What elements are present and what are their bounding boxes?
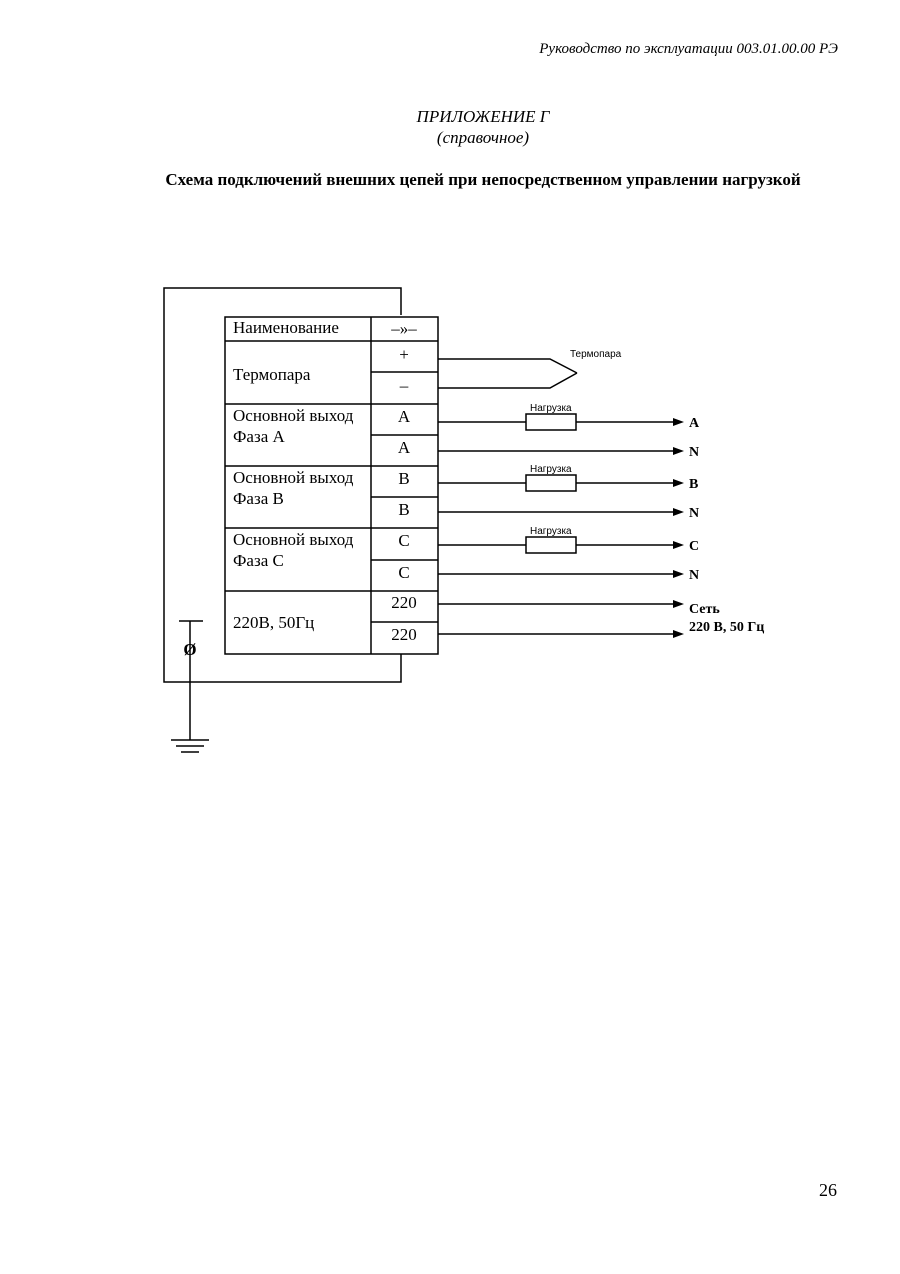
thermocouple-wire-plus — [438, 358, 578, 374]
row-name-phase-c-line1: Основной выход — [233, 530, 354, 549]
arrow-n-1 — [673, 447, 684, 455]
output-label-n-3: N — [689, 568, 699, 583]
arrow-b — [673, 479, 684, 487]
appendix-title: ПРИЛОЖЕНИЕ Г — [416, 107, 550, 126]
arrow-c — [673, 541, 684, 549]
output-label-n-1: N — [689, 445, 699, 460]
output-label-b: В — [689, 477, 698, 492]
terminal-220-1: 220 — [391, 593, 417, 612]
terminal-table — [224, 316, 439, 655]
row-name-thermocouple: Термопара — [233, 365, 311, 384]
thermocouple-label: Термопара — [570, 349, 622, 360]
load-label-b: Нагрузка — [530, 464, 572, 475]
ground-terminal-symbol: Ø — [183, 640, 196, 659]
output-label-n-2: N — [689, 506, 699, 521]
appendix-subtitle: (справочное) — [436, 128, 530, 147]
page-number: 26 — [819, 1180, 837, 1200]
arrow-n-3 — [673, 570, 684, 578]
mains-label-line2: 220 В, 50 Гц — [689, 620, 764, 635]
row-name-phase-a-line2: Фаза А — [233, 427, 285, 446]
terminal-plus: + — [399, 345, 409, 364]
arrow-mains-2 — [673, 630, 684, 638]
schema-title: Схема подключений внешних цепей при непо… — [165, 170, 801, 189]
row-name-mains: 220В, 50Гц — [233, 613, 314, 632]
mains-label-line1: Сеть — [689, 602, 720, 617]
load-label-a: Нагрузка — [530, 403, 572, 414]
load-resistor-b — [525, 474, 577, 492]
row-name-phase-b-line1: Основной выход — [233, 468, 354, 487]
terminal-b-1: В — [398, 469, 409, 488]
terminal-c-1: С — [398, 531, 409, 550]
terminal-a-2: А — [398, 438, 411, 457]
row-name-phase-a-line1: Основной выход — [233, 406, 354, 425]
terminal-minus: – — [399, 376, 409, 395]
terminal-b-2: В — [398, 500, 409, 519]
load-resistor-c — [525, 536, 577, 554]
arrow-n-2 — [673, 508, 684, 516]
output-label-a: А — [689, 416, 700, 431]
arrow-mains-1 — [673, 600, 684, 608]
output-label-c: С — [689, 539, 699, 554]
load-resistor-a — [525, 413, 577, 431]
thermocouple-wire-minus — [438, 372, 578, 389]
enclosure-frame — [163, 287, 402, 683]
load-label-c: Нагрузка — [530, 526, 572, 537]
row-name-phase-c-line2: Фаза С — [233, 551, 284, 570]
terminal-c-2: С — [398, 563, 409, 582]
arrow-a — [673, 418, 684, 426]
terminal-a-1: А — [398, 407, 411, 426]
table-header-name: Наименование — [233, 318, 339, 337]
row-name-phase-b-line2: Фаза В — [233, 489, 284, 508]
terminal-220-2: 220 — [391, 625, 417, 644]
table-header-symbol: –»– — [390, 319, 417, 338]
running-header: Руководство по эксплуатации 003.01.00.00… — [539, 41, 838, 57]
